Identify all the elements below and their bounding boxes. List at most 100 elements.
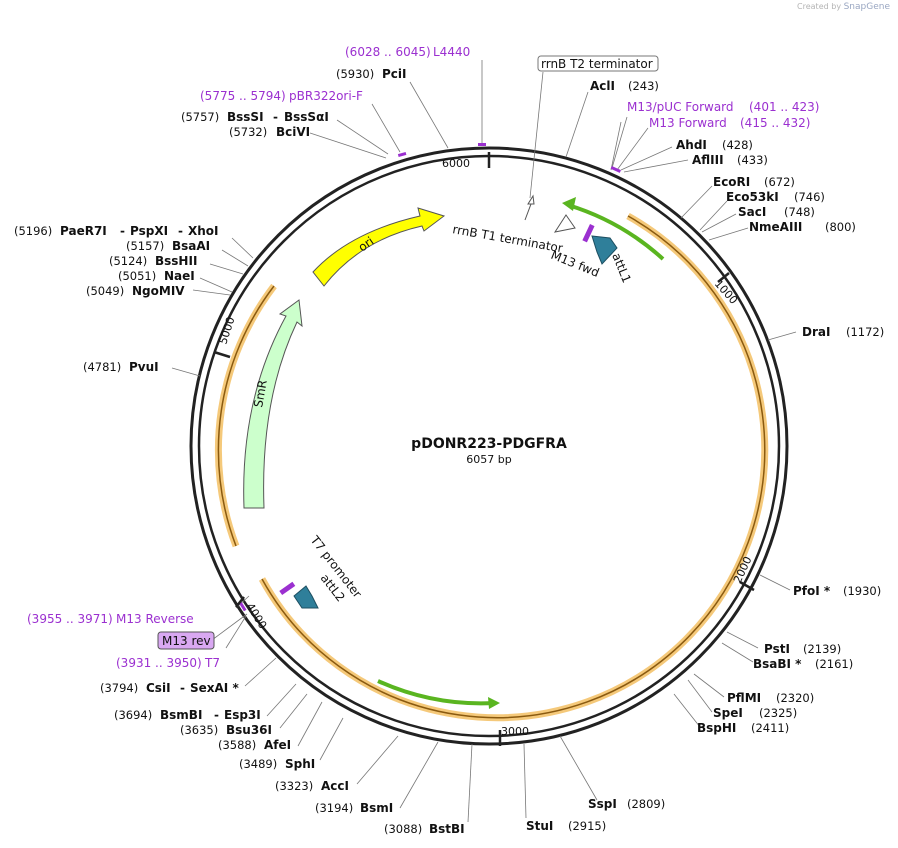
l4440-marker — [478, 143, 486, 146]
bsphi-pos: (2411) — [751, 721, 789, 735]
pcii-pos: (5930) — [336, 67, 374, 81]
eco53ki-pos: (746) — [794, 190, 825, 204]
m13fwd-feature-label: M13 fwd — [549, 248, 601, 280]
bsabi-pos: (2161) — [815, 657, 853, 671]
bsssi-label: BssSI — [227, 110, 264, 124]
bstbi-pos: (3088) — [384, 822, 422, 836]
pfimi-pos: (2320) — [776, 691, 814, 705]
ecori-label: EcoRI — [713, 175, 750, 189]
sphi-label: SphI — [285, 757, 315, 771]
smr-label: SmR — [251, 379, 270, 409]
t7-pos: (3931 .. 3950) — [116, 656, 202, 670]
psti-label: PstI — [764, 642, 790, 656]
acli-pos: (243) — [628, 79, 659, 93]
green-arrow-top — [567, 203, 665, 261]
rrnb-t1-glyph — [524, 194, 535, 221]
pcii-label: PciI — [382, 67, 407, 81]
sspi-label: SspI — [588, 797, 617, 811]
pvui-label: PvuI — [129, 360, 159, 374]
naei-pos: (5051) — [118, 269, 156, 283]
paer7i-pos: (5196) — [14, 224, 52, 238]
nmeaiii-label: NmeAIII — [749, 220, 802, 234]
attl1-arrow — [591, 235, 618, 265]
pbr322-pos: (5775 .. 5794) — [200, 89, 286, 103]
orf-band — [258, 212, 769, 722]
afei-pos: (3588) — [218, 738, 256, 752]
paer7i-label: PaeR7I — [60, 224, 107, 238]
bsmbi-label: BsmBI — [160, 708, 202, 722]
m13rev-pos: (3955 .. 3971) — [27, 612, 113, 626]
afei-label: AfeI — [264, 738, 291, 752]
esp3i-label: Esp3I — [224, 708, 261, 722]
bcivi-label: BciVI — [276, 125, 310, 139]
sexai-dash: - — [180, 681, 185, 695]
sphi-pos: (3489) — [239, 757, 277, 771]
bsssai-label: BssSαI — [284, 110, 329, 124]
pfoi-label: PfoI * — [793, 584, 831, 598]
pfimi-label: PflMI — [727, 691, 761, 705]
spei-pos: (2325) — [759, 706, 797, 720]
pspxi-dash: - — [120, 224, 125, 238]
m13puc-pos: (401 .. 423) — [749, 100, 819, 114]
bsmi-pos: (3194) — [315, 801, 353, 815]
pbr322-marker — [397, 151, 407, 157]
ahdi-pos: (428) — [722, 138, 753, 152]
smr-arrow — [243, 299, 303, 509]
tick-label-3000: 3000 — [501, 725, 529, 738]
csii-label: CsiI — [146, 681, 171, 695]
m13fwd-label: M13 Forward — [649, 116, 727, 130]
m13rev-label: M13 Reverse — [116, 612, 194, 626]
backbone-outer — [189, 146, 789, 746]
bsssi-dash: - — [273, 110, 278, 124]
ahdi-label: AhdI — [676, 138, 707, 152]
bsu36i-label: Bsu36I — [226, 723, 272, 737]
bsmbi-pos: (3694) — [114, 708, 152, 722]
plasmid-name: pDONR223-PDGFRA — [411, 436, 567, 452]
m13fwd-pos: (415 .. 432) — [740, 116, 810, 130]
acli-label: AclI — [590, 79, 615, 93]
ecori-pos: (672) — [764, 175, 795, 189]
snapgene-credit: Created by SnapGene — [797, 2, 890, 12]
t7-label: T7 — [204, 656, 220, 670]
t7-marker — [279, 581, 296, 596]
pbr322-label: pBR322ori-F — [289, 89, 363, 103]
bsmi-label: BsmI — [360, 801, 393, 815]
csii-pos: (3794) — [100, 681, 138, 695]
green-arrow-bottom-head — [488, 697, 500, 709]
attl2-arrow — [293, 585, 319, 609]
acci-label: AccI — [321, 779, 349, 793]
bsaai-label: BsaAI — [172, 239, 210, 253]
bsshii-pos: (5124) — [109, 254, 147, 268]
attl1-label: attL1 — [609, 251, 634, 285]
saci-label: SacI — [738, 205, 766, 219]
l4440-label: L4440 — [433, 45, 470, 59]
psti-pos: (2139) — [803, 642, 841, 656]
acci-pos: (3323) — [275, 779, 313, 793]
spei-label: SpeI — [713, 706, 743, 720]
sexai-label: SexAI * — [190, 681, 239, 695]
m13puc-marker — [610, 166, 621, 173]
bsphi-label: BspHI — [697, 721, 736, 735]
tick-label-6000: 6000 — [442, 157, 470, 170]
drai-label: DraI — [802, 325, 830, 339]
rrnb-t2-box — [537, 55, 659, 72]
bstbi-label: BstBI — [429, 822, 465, 836]
drai-pos: (1172) — [846, 325, 884, 339]
ngomiv-label: NgoMIV — [132, 284, 185, 298]
ori-arrow — [312, 207, 446, 287]
rrnb-t2-glyph — [553, 214, 576, 233]
bsssi-pos: (5757) — [181, 110, 219, 124]
m13rev-box — [157, 631, 215, 650]
orf-line-left — [217, 285, 275, 547]
xhoi-label: XhoI — [188, 224, 219, 238]
saci-pos: (748) — [784, 205, 815, 219]
snapgene-logo: SnapGene — [843, 2, 890, 12]
bsaai-pos: (5157) — [126, 239, 164, 253]
sspi-pos: (2809) — [627, 797, 665, 811]
bcivi-pos: (5732) — [229, 125, 267, 139]
m13puc-label: M13/pUC Forward — [627, 100, 734, 114]
xhoi-dash: - — [178, 224, 183, 238]
eco53ki-label: Eco53kI — [726, 190, 779, 204]
pfoi-pos: (1930) — [843, 584, 881, 598]
